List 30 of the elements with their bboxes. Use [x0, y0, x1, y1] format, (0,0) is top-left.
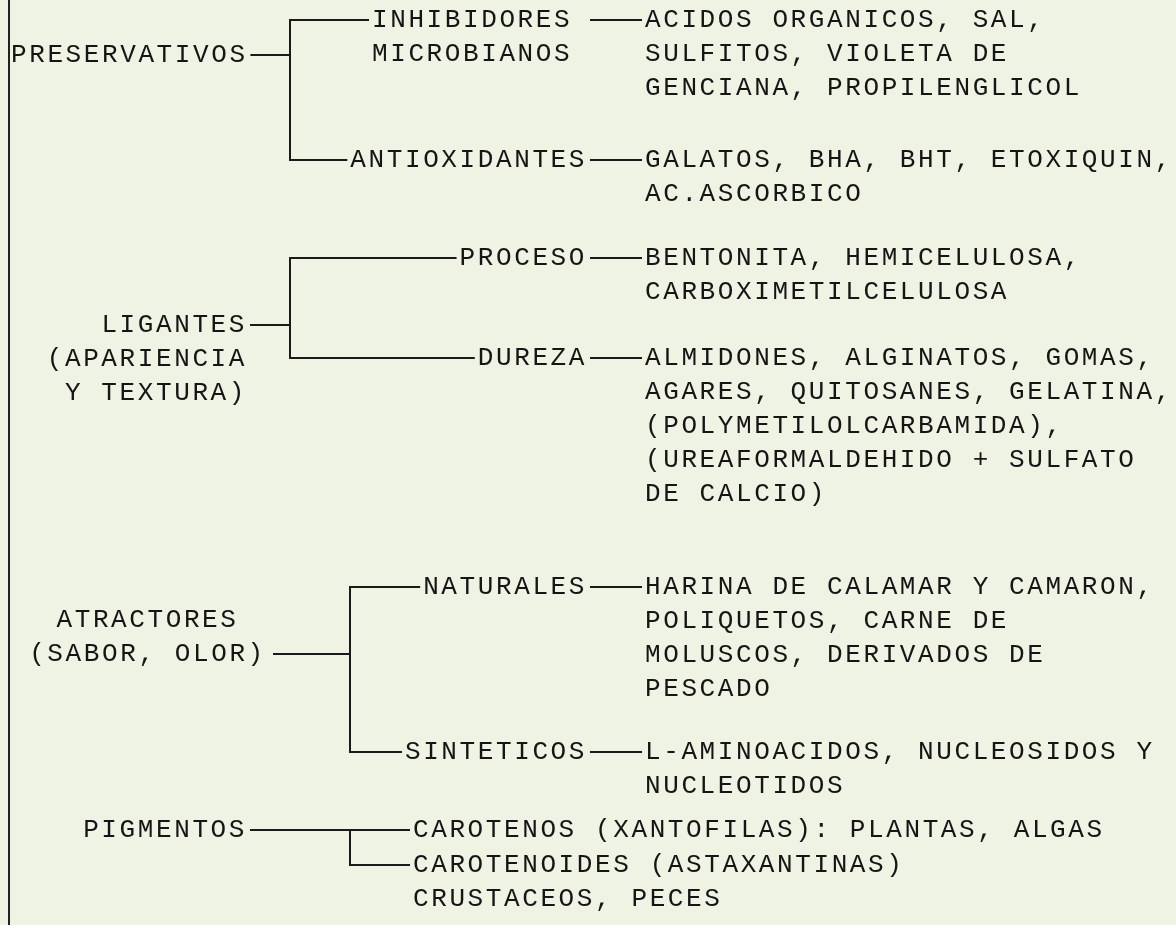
- category-label: ALMIDONES, ALGINATOS, GOMAS, AGARES, QUITOSANES, GELATINA, (POLYMETILOLCARBAMIDA), (UREAFORMALDEHIDO + SULFATO DE CALCIO): [642, 341, 1176, 511]
- connector-line: [249, 324, 476, 359]
- category-label: PIGMENTOS: [80, 813, 250, 847]
- category-label: L-AMINOACIDOS, NUCLEOSIDOS Y NUCLEOTIDOS: [642, 735, 1176, 803]
- connector-line: [249, 829, 411, 866]
- category-label: SINTETICOS: [401, 735, 590, 769]
- category-label: NATURALES: [420, 570, 590, 604]
- category-label: INHIBIDORES MICROBIANOS: [369, 3, 590, 71]
- label-text: LIGANTES: [100, 309, 247, 342]
- label-text: (SABOR, OLOR): [28, 638, 267, 671]
- category-label: PRESERVATIVOS: [8, 38, 251, 72]
- category-label: ACIDOS ORGANICOS, SAL, SULFITOS, VIOLETA DE GENCIANA, PROPILENGLICOL: [642, 3, 1176, 105]
- category-label: ANTIOXIDANTES: [347, 143, 590, 177]
- label-text: ATRACTORES: [55, 604, 240, 637]
- connector-line: [249, 54, 349, 161]
- connector-line: [272, 653, 403, 753]
- connector-line: [589, 19, 643, 21]
- category-label: DUREZA: [474, 341, 590, 375]
- category-label: CAROTENOS (XANTOFILAS): PLANTAS, ALGAS: [410, 813, 1176, 847]
- label-text: (APARIENCIA Y TEXTURA): [45, 343, 247, 410]
- category-label: PROCESO: [456, 241, 590, 275]
- connector-line: [589, 751, 643, 753]
- connector-line: [589, 159, 643, 161]
- connector-line: [589, 586, 643, 588]
- category-label: CAROTENOIDES (ASTAXANTINAS) CRUSTACEOS, PECES: [410, 848, 956, 916]
- category-label: GALATOS, BHA, BHT, ETOXIQUIN, AC.ASCORBICO: [642, 143, 1176, 211]
- category-label: HARINA DE CALAMAR Y CAMARON, POLIQUETOS, CARNE DE MOLUSCOS, DERIVADOS DE PESCADO: [642, 570, 1176, 706]
- connector-line: [589, 357, 643, 359]
- category-label: BENTONITA, HEMICELULOSA, CARBOXIMETILCELULOSA: [642, 241, 1176, 309]
- connector-line: [589, 257, 643, 259]
